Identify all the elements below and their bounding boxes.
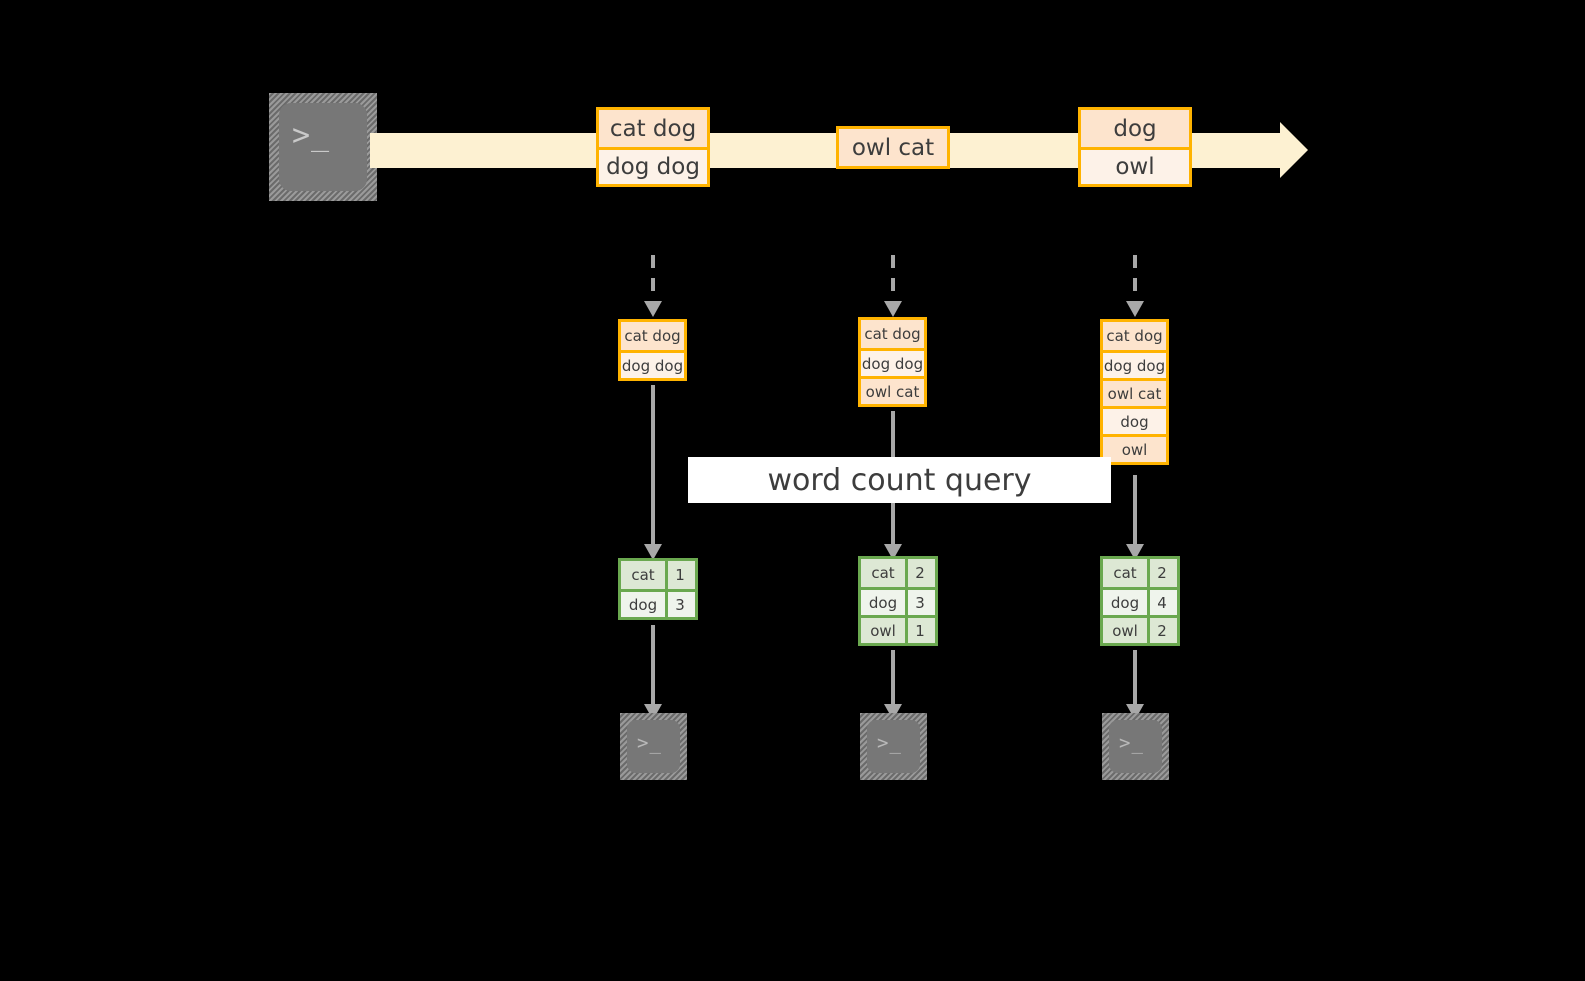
result-count: 3 [905,590,932,615]
buffer-row: cat dog [861,320,924,348]
buffer-row: cat dog [1103,322,1166,350]
terminal-screen: >_ [279,103,367,191]
result-count: 3 [665,592,692,617]
result-word: cat [871,564,895,582]
result-count: 4 [1147,590,1174,615]
result-count: 1 [665,561,692,589]
stream-event-row: dog dog [599,147,707,184]
terminal-prompt-glyph: >_ [292,118,331,153]
connector-shaft [651,255,655,301]
arrow-down-icon [1126,301,1144,317]
table-row: dog 3 [621,589,695,617]
connector-shaft [1133,475,1137,544]
result-word: cat [1113,564,1137,582]
stream-event-row: cat dog [599,110,707,147]
buffer-stack-3: cat dog dog dog owl cat dog owl [1100,319,1169,465]
stream-arrow-right-icon [1280,122,1308,178]
terminal-prompt-glyph: >_ [637,732,662,754]
buffer-stack-1: cat dog dog dog [618,319,687,381]
result-table-1: cat 1 dog 3 [618,558,698,620]
result-table-3: cat 2 dog 4 owl 2 [1100,556,1180,646]
table-row: cat 2 [861,559,935,587]
terminal-prompt-glyph: >_ [1119,732,1144,754]
result-table-2: cat 2 dog 3 owl 1 [858,556,938,646]
stream-event-3: dog owl [1078,107,1192,187]
query-label-text: word count query [767,462,1032,498]
connector-shaft [891,650,895,704]
arrow-down-icon [884,301,902,317]
connector-shaft [651,385,655,544]
result-word: cat [631,566,655,584]
terminal-screen: >_ [627,720,680,773]
sink-terminal-icon-1: >_ [620,713,687,780]
connector-shaft [1133,255,1137,301]
result-count: 2 [1147,618,1174,643]
terminal-screen: >_ [1109,720,1162,773]
arrow-down-icon [644,301,662,317]
table-row: cat 2 [1103,559,1177,587]
table-row: dog 4 [1103,587,1177,615]
table-row: owl 2 [1103,615,1177,643]
source-terminal-icon: >_ [269,93,377,201]
buffer-row: dog [1103,406,1166,434]
terminal-screen: >_ [867,720,920,773]
buffer-row: owl [1103,434,1166,462]
table-row: owl 1 [861,615,935,643]
buffer-stack-2: cat dog dog dog owl cat [858,317,927,407]
table-row: cat 1 [621,561,695,589]
stream-event-row: owl [1081,147,1189,184]
buffer-row: owl cat [1103,378,1166,406]
terminal-prompt-glyph: >_ [877,732,902,754]
result-word: owl [1112,621,1138,640]
result-count: 2 [1147,559,1174,587]
connector-shaft [1133,650,1137,704]
connector-shaft [651,625,655,704]
sink-terminal-icon-2: >_ [860,713,927,780]
buffer-row: cat dog [621,322,684,350]
result-word: dog [628,595,658,614]
buffer-row: owl cat [861,376,924,404]
table-row: dog 3 [861,587,935,615]
query-label: word count query [688,457,1111,503]
result-count: 1 [905,618,932,643]
connector-shaft [891,255,895,301]
stream-event-row: dog [1081,110,1189,147]
result-word: dog [1110,593,1140,612]
stream-event-1: cat dog dog dog [596,107,710,187]
buffer-row: dog dog [1103,350,1166,378]
stream-event-row: owl cat [839,129,947,166]
result-word: owl [870,621,896,640]
stream-event-2: owl cat [836,126,950,169]
result-count: 2 [905,559,932,587]
arrow-down-icon [644,544,662,560]
result-word: dog [868,593,898,612]
buffer-row: dog dog [621,350,684,378]
buffer-row: dog dog [861,348,924,376]
sink-terminal-icon-3: >_ [1102,713,1169,780]
